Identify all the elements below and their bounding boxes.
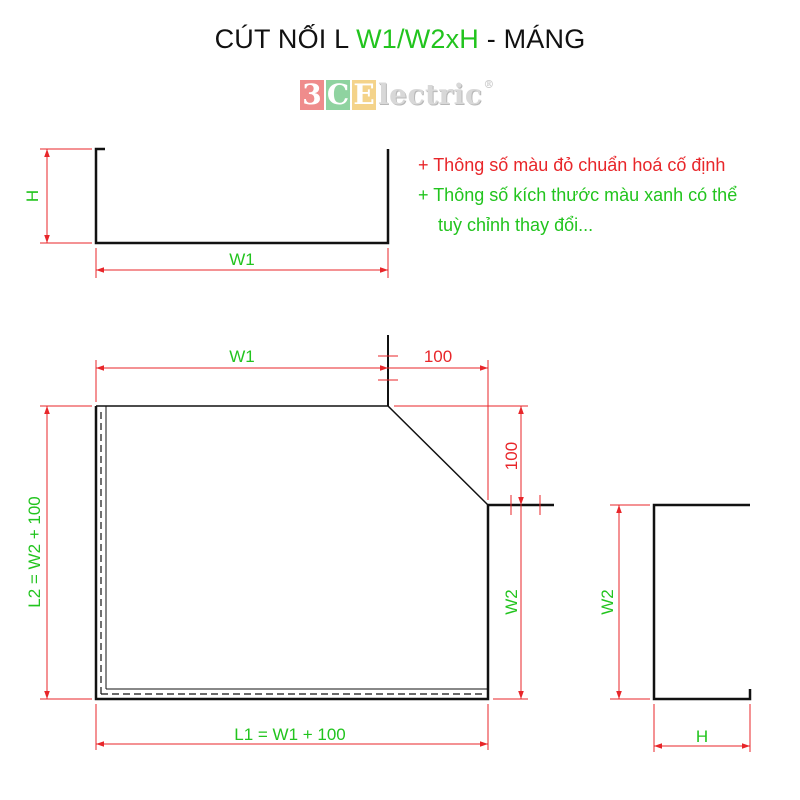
registered-mark: ® xyxy=(483,78,495,91)
note-fixed: + Thông số màu đỏ chuẩn hoá cố định xyxy=(418,155,726,175)
main-100-right-label: 100 xyxy=(502,442,521,470)
title-prefix: CÚT NỐI L xyxy=(214,24,357,54)
logo-char-2: C xyxy=(326,78,350,111)
main-w2-label: W2 xyxy=(502,589,521,615)
note-custom: + Thông số kích thước màu xanh có thể xyxy=(418,185,738,205)
top-profile: H W1 xyxy=(23,147,390,278)
logo-char-3: E xyxy=(352,78,376,111)
side-profile-outline xyxy=(652,503,752,701)
main-l2-label: L2 = W2 + 100 xyxy=(25,496,44,608)
top-w1-label: W1 xyxy=(229,250,255,269)
top-dimension-lines xyxy=(40,148,389,278)
note-custom-continued: tuỳ chỉnh thay đổi... xyxy=(438,215,594,235)
main-plan: W1 100 100 W2 L2 = W2 + 100 L1 = W1 + 10… xyxy=(25,335,554,750)
side-dimension-lines xyxy=(610,504,751,752)
main-w1-label: W1 xyxy=(229,347,255,366)
brand-logo: 3 C E lectric ® xyxy=(300,78,494,110)
logo-char-1: 3 xyxy=(300,80,324,110)
main-l1-label: L1 = W1 + 100 xyxy=(234,725,346,744)
elbow-outline xyxy=(94,406,554,701)
title-highlight: W1/W2xH xyxy=(356,24,480,54)
main-100-top-label: 100 xyxy=(424,347,452,366)
side-w2-label: W2 xyxy=(598,589,617,615)
side-h-label: H xyxy=(696,727,708,746)
main-dimension-lines xyxy=(40,355,541,750)
title-suffix: - MÁNG xyxy=(479,24,586,54)
top-profile-outline xyxy=(94,147,390,245)
hidden-lines xyxy=(100,412,485,695)
elbow-inner-edge xyxy=(106,405,489,506)
side-profile: W2 H xyxy=(598,503,752,752)
notes: + Thông số màu đỏ chuẩn hoá cố định + Th… xyxy=(418,150,737,240)
top-h-label: H xyxy=(23,190,42,202)
page-title: CÚT NỐI L W1/W2xH - MÁNG xyxy=(0,24,800,55)
logo-rest: lectric xyxy=(378,78,483,111)
